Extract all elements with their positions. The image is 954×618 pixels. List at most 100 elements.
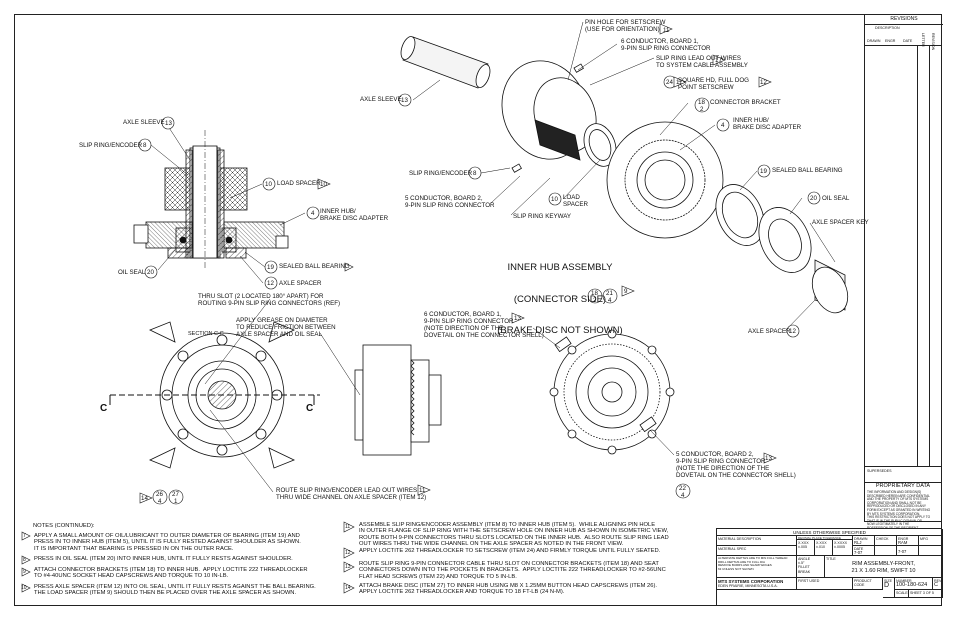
callout-axle-spacer-key: AXLE SPACER KEY (812, 219, 869, 226)
callout-slip-ring-mid: SLIP RING/ENCODER (409, 170, 473, 177)
callout-six-conductor-bottom: 6 CONDUCTOR, BOARD 1, 9-PIN SLIP RING CO… (424, 311, 544, 339)
revisions-col-drawn: DRAWN (867, 39, 881, 43)
tb-drawn-value: RLJ (854, 540, 862, 546)
tri-13b: 13 (765, 455, 772, 462)
note-num-8: 8 (23, 557, 26, 563)
balloon-12-iso: 12 (789, 328, 796, 335)
callout-inner-hub-left: INNER HUB/ BRAKE DISC ADAPTER (320, 208, 389, 222)
tb-date-label: DATE (854, 547, 864, 551)
callout-load-spacer-left: LOAD SPACER (277, 180, 321, 187)
tb-engr-label: ENGR (898, 537, 909, 541)
section-label: SECTION C-C (188, 331, 224, 337)
balloon-20-iso: 20 (810, 195, 817, 202)
tri-13a: 13 (514, 315, 521, 322)
balloon-24: 24 (666, 79, 673, 86)
tb-title-value: RIM ASSEMBLY-FRONT, 21 X 1.60 RIM, SWIFT… (851, 561, 916, 574)
balloon-12: 12 (267, 280, 274, 287)
balloon-4: 4 (311, 210, 315, 217)
tb-address: EDEN PRAIRIE, MINNESOTA U.S.A. (718, 584, 778, 588)
tb-date2: 7-07 (897, 546, 919, 556)
balloon-8: 8 (143, 142, 147, 149)
note-14: ATTACH BRAKE DISC (ITEM 27) TO INNER HUB… (359, 583, 658, 596)
note-12: APPLY LOCTITE 262 THREADLOCKER TO SETSCR… (359, 548, 661, 554)
tb-company-name: MTS SYSTEMS CORPORATION (718, 579, 784, 584)
callout-axle-sleeve-left: AXLE SLEEVE (123, 119, 165, 126)
tb-mfg: MFG (919, 536, 943, 546)
tb-first-used: FIRST USED (797, 578, 853, 590)
section-marker-left: C (100, 403, 108, 414)
tb-rev-value: C (934, 582, 938, 589)
balloon-4-right: 4 (681, 492, 685, 499)
callout-lead-out: SLIP RING LEAD OUT WIRES TO SYSTEM CABLE… (656, 55, 748, 69)
tb-sheet: SHEET 3 OF 5 (909, 590, 943, 598)
tri-14: 14 (141, 495, 148, 502)
balloon-2-bot: 2 (593, 297, 597, 304)
balloon-18-bot: 18 (591, 290, 598, 297)
revisions-col-date: DATE (903, 39, 913, 43)
tb-date3 (919, 546, 943, 556)
tb-number-value: 100-180-624 (896, 582, 928, 589)
tb-angle-label: ANGLE (798, 557, 811, 561)
revisions-block: REVISIONS DESCRIPTION DRAWN ENGR DATE LE… (864, 14, 943, 50)
note-10: PRESS AXLE SPACER (ITEM 12) INTO OIL SEA… (34, 584, 316, 597)
revisions-description: DESCRIPTION (875, 26, 900, 30)
tb-check-label: CHECK (876, 537, 889, 541)
tb-break: BREAK (798, 569, 811, 574)
tb-angle-value: ±.5° (798, 561, 805, 566)
note-11: ASSEMBLE SLIP RING/ENCODER ASSEMBLY (ITE… (359, 522, 669, 548)
callout-oil-seal-right: OIL SEAL (822, 195, 850, 202)
view-title: INNER HUB ASSEMBLY (CONNECTOR SIDE) (BRA… (480, 242, 640, 347)
note-9: ATTACH CONNECTOR BRACKETS (ITEM 18) TO I… (34, 567, 308, 580)
callout-setscrew: SQUARE HD, FULL DOG POINT SETSCREW (678, 77, 749, 91)
tb-material: MATERIAL DESCRIPTION (717, 536, 797, 546)
proprietary-text: THE INFORMATION AND DESIGN(S) DESCRIBED … (867, 490, 931, 530)
callout-five-conductor-bottom: 5 CONDUCTOR, BOARD 2, 9-PIN SLIP RING CO… (676, 451, 796, 479)
note-num-7: 7 (23, 533, 26, 539)
view-title-assembly: INNER HUB ASSEMBLY (507, 262, 613, 273)
isometric-exploded-view (400, 36, 849, 314)
revision-triangles (21, 23, 777, 594)
view-title-note: (BRAKE DISC NOT SHOWN) (497, 325, 623, 336)
tb-tol-3: X.XXXX ±.0005 (833, 540, 853, 556)
side-view (354, 344, 442, 456)
callout-slip-ring-left: SLIP RING/ENCODER (79, 142, 143, 149)
balloon-21: 21 (606, 290, 613, 297)
balloon-10: 10 (265, 181, 272, 188)
balloon-22: 22 (679, 485, 686, 492)
balloon-10-iso: 10 (551, 196, 558, 203)
tb-date1-value: 7-07 (854, 550, 863, 556)
balloon-4-bot: 4 (608, 297, 612, 304)
callout-grease: APPLY GREASE ON DIAMETER TO REDUCE FRICT… (236, 317, 336, 338)
callout-route: ROUTE SLIP RING/ENCODER LEAD OUT WIRES T… (276, 487, 427, 501)
callout-five-conductor-top: 5 CONDUCTOR, BOARD 2, 9-PIN SLIP RING CO… (405, 195, 495, 209)
revisions-header: REVISIONS (865, 15, 943, 25)
tb-check: CHECK (875, 536, 897, 546)
balloon-4-iso: 4 (721, 122, 725, 129)
tb-fillet: FILLET (798, 565, 810, 570)
tri-9: 9 (624, 288, 628, 295)
note-num-10: 10 (21, 585, 27, 591)
balloon-26: 26 (156, 491, 163, 498)
balloon-13: 13 (165, 120, 172, 127)
callout-bearing-left: SEALED BALL BEARING (279, 263, 350, 270)
callout-axle-spacer-left: AXLE SPACER (279, 280, 322, 287)
tri-11c: 11 (419, 487, 426, 494)
callout-keyway: SLIP RING KEYWAY (513, 213, 571, 220)
revisions-col-engr: ENGR (885, 39, 896, 43)
item-balloons (138, 75, 821, 505)
tb-dwg-notes: ALTERNATE DEPTHS ARE TO MIN FULL THREAD … (717, 556, 797, 578)
tb-date2-value: 7-07 (898, 549, 907, 554)
note-7: APPLY A SMALL AMOUNT OF OIL/LUBRICANT TO… (34, 533, 301, 552)
balloon-27: 27 (172, 491, 179, 498)
proprietary-header: PROPRIETARY DATA (865, 482, 941, 489)
view-title-side: (CONNECTOR SIDE) (513, 293, 607, 305)
note-num-9: 9 (23, 569, 26, 575)
callout-oil-seal-left: OIL SEAL (118, 269, 146, 276)
tb-size-label: SIZE (884, 579, 892, 583)
notes-header: NOTES (CONTINUED): (33, 523, 95, 529)
